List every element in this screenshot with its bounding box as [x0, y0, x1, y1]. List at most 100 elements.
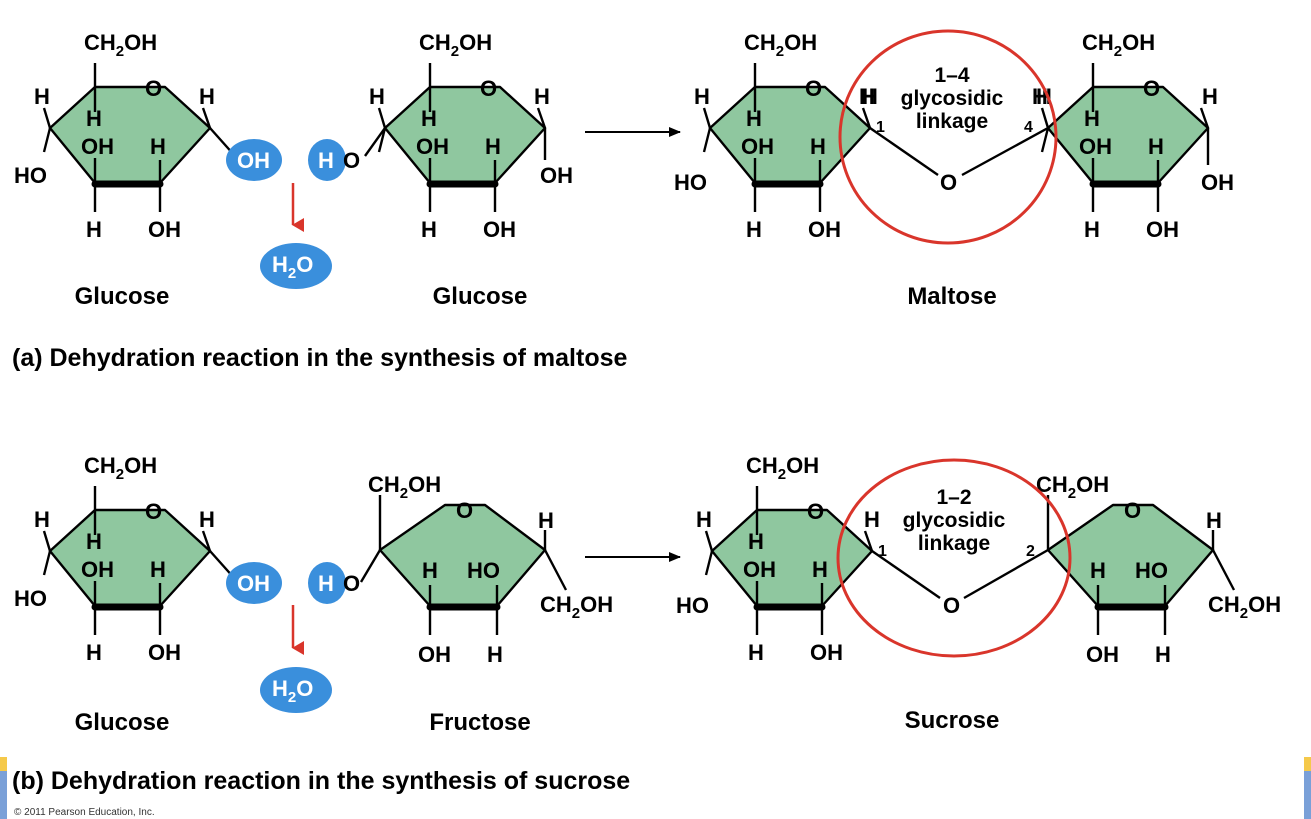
h-label: H [150, 557, 166, 582]
h-label: H [421, 106, 437, 131]
panel-b: CH2OH O H H H OH H HO H OH OH CH2OH O H … [14, 453, 1281, 736]
h-label: H [1148, 134, 1164, 159]
ring-oxygen-label: O [805, 76, 822, 101]
right-edge-bar [1304, 757, 1311, 819]
linkage-label: glycosidic [901, 87, 1004, 110]
h-label: H [422, 558, 438, 583]
ch2oh-label: CH2OH [1208, 592, 1281, 622]
h-label: H [859, 84, 875, 109]
oh-label: OH [418, 642, 451, 667]
h-label: H [1036, 84, 1052, 109]
water-bubble [260, 667, 332, 713]
linkage-label: glycosidic [903, 509, 1006, 532]
ho-label: HO [674, 170, 707, 195]
h-label: H [810, 134, 826, 159]
ho-label: HO [14, 163, 47, 188]
left-edge-bar [0, 757, 7, 819]
oh-label: OH [1079, 134, 1112, 159]
linkage-type-label: 1–2 [936, 486, 971, 509]
oh-label: OH [743, 557, 776, 582]
ring-oxygen-label: O [807, 499, 824, 524]
water-label: H2O [272, 676, 313, 706]
carbon-number-2: 2 [1026, 543, 1035, 560]
glucose-molecule-b: CH2OH O H H H OH H HO H OH [14, 453, 236, 665]
h-bubble-label: H [318, 148, 334, 173]
h-bubble-label: H [318, 571, 334, 596]
h-label: H [485, 134, 501, 159]
h-label: H [696, 507, 712, 532]
oh-label: OH [148, 640, 181, 665]
h-label: H [746, 217, 762, 242]
h-label: H [1206, 508, 1222, 533]
reactant-1-name: Glucose [75, 283, 170, 310]
h-label: H [1155, 642, 1171, 667]
h-label: H [534, 84, 550, 109]
sucrose-fructose-ring: CH2OH O H H HO CH2OH OH H [1036, 472, 1281, 667]
oh-bubble-label: OH [237, 148, 270, 173]
h-label: H [421, 217, 437, 242]
bridging-oxygen-label: O [940, 170, 957, 195]
ring-oxygen-label: O [1124, 498, 1141, 523]
h-label: H [86, 217, 102, 242]
copyright-notice: © 2011 Pearson Education, Inc. [14, 807, 155, 818]
linkage-highlight-circle [838, 29, 1058, 245]
oh-label: OH [808, 217, 841, 242]
reactant-2-name: Glucose [433, 283, 528, 310]
ch2oh-label: CH2OH [744, 30, 817, 60]
oh-label: OH [483, 217, 516, 242]
oh-bubble [226, 139, 282, 181]
water-bubble [260, 243, 332, 289]
h-bubble [308, 562, 346, 604]
oh-label: OH [540, 163, 573, 188]
oh-label: OH [1146, 217, 1179, 242]
ho-label: HO [676, 593, 709, 618]
fructose-molecule: CH2OH O H H HO CH2OH OH H [359, 472, 613, 667]
oxygen-label: O [343, 571, 360, 596]
maltose-right-ring: CH2OH O H H H OH H OH H OH [1032, 30, 1234, 242]
oh-bubble-label: OH [237, 571, 270, 596]
product-name: Maltose [907, 283, 996, 310]
h-label: H [746, 106, 762, 131]
h-label: H [1090, 558, 1106, 583]
h-label: H [34, 507, 50, 532]
bridging-oxygen-label: O [943, 593, 960, 618]
h-label: H [1084, 217, 1100, 242]
panel-b-caption: (b) Dehydration reaction in the synthesi… [12, 767, 631, 795]
product-name: Sucrose [905, 707, 1000, 734]
maltose-left-ring: CH2OH O H H H OH H HO H OH [674, 30, 875, 242]
h-label: H [1202, 84, 1218, 109]
ch2oh-label: CH2OH [84, 30, 157, 60]
oh-label: OH [741, 134, 774, 159]
ho-label: HO [467, 558, 500, 583]
h-label: H [748, 640, 764, 665]
h-label: H [86, 529, 102, 554]
ring-oxygen-label: O [145, 76, 162, 101]
ch2oh-label: CH2OH [540, 592, 613, 622]
linkage-label: linkage [918, 532, 990, 555]
ch2oh-label: CH2OH [1082, 30, 1155, 60]
linkage-label: linkage [916, 110, 988, 133]
reactant-2-name: Fructose [429, 709, 530, 736]
ring-oxygen-label: O [456, 498, 473, 523]
h-label: H [812, 557, 828, 582]
oh-label: OH [81, 557, 114, 582]
h-label: H [748, 529, 764, 554]
h-label: H [487, 642, 503, 667]
ch2oh-label: CH2OH [368, 472, 441, 502]
sucrose-glucose-ring: CH2OH O H H OH H HO H OH [676, 453, 872, 665]
ring-oxygen-label: O [145, 499, 162, 524]
oh-label: OH [416, 134, 449, 159]
linkage-type-label: 1–4 [934, 64, 969, 87]
h-label: H [86, 640, 102, 665]
ch2oh-label: CH2OH [419, 30, 492, 60]
ch2oh-label: CH2OH [746, 453, 819, 483]
h-label: H [1084, 106, 1100, 131]
carbon-number-4: 4 [1024, 119, 1033, 136]
h-label: H [862, 84, 878, 109]
carbon-number-1: 1 [878, 543, 887, 560]
ho-label: HO [1135, 558, 1168, 583]
h-label: H [199, 507, 215, 532]
ch2oh-label: CH2OH [84, 453, 157, 483]
oh-label: OH [1086, 642, 1119, 667]
